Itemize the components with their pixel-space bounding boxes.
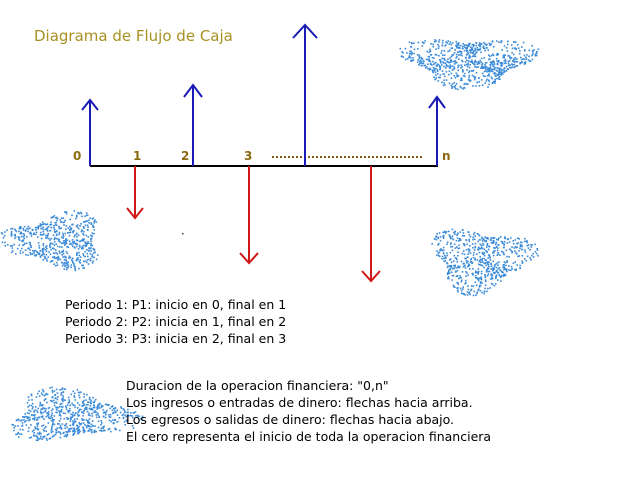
blob-mid-right [431,228,539,297]
inflow-arrow-2 [183,83,203,166]
inflow-arrow-0 [81,98,99,166]
tick-label-0: 0 [73,149,81,163]
outflow-arrow-3 [239,166,259,265]
inflow-arrow-n [428,95,446,166]
note-line-zero: El cero representa el inicio de toda la … [126,429,492,444]
period-line-3: Periodo 3: P3: inicia en 2, final en 3 [65,331,287,346]
blob-bottom-left [11,386,144,442]
blob-decorations [0,39,540,442]
blob-top-right [399,39,540,91]
note-line-outflows: Los egresos o salidas de dinero: flechas… [126,412,455,427]
outflow-arrow-1 [126,166,144,220]
period-line-2: Periodo 2: P2: inicia en 1, final en 2 [65,314,287,329]
tick-label-3: 3 [244,149,252,163]
diagram-title: Diagrama de Flujo de Caja [34,27,233,45]
tick-label-1: 1 [133,149,141,163]
outflow-arrow-large [361,166,381,283]
note-line-duration: Duracion de la operacion financiera: "0,… [126,378,389,393]
stray-dot [182,233,184,235]
note-line-inflows: Los ingresos o entradas de dinero: flech… [126,395,473,410]
blob-mid-left [0,210,99,272]
tick-label-n: n [442,149,451,163]
period-line-1: Periodo 1: P1: inicio en 0, final en 1 [65,297,287,312]
tick-label-2: 2 [181,149,189,163]
inflow-arrow-large [292,23,318,166]
